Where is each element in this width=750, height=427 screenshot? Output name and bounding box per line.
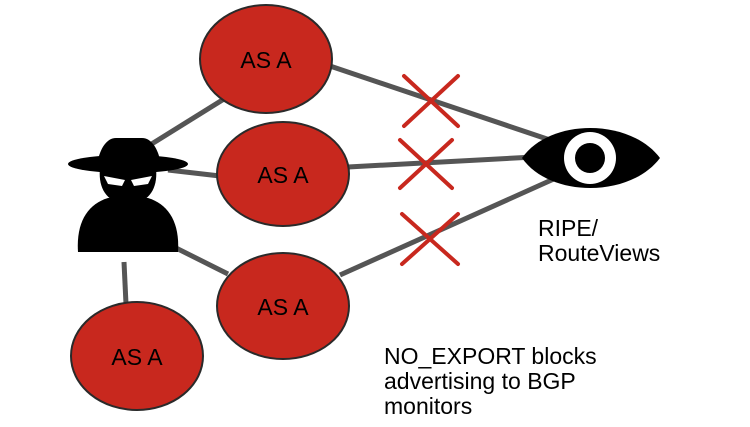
- as-node-lower: AS A: [216, 252, 350, 360]
- monitor-label: RIPE/ RouteViews: [538, 216, 660, 266]
- edge-as-top-monitor: [329, 63, 557, 145]
- as-node-label: AS A: [257, 294, 309, 320]
- monitor-label-line: RouteViews: [538, 240, 661, 266]
- as-node-top: AS A: [199, 4, 333, 114]
- cross-mark-icon: [398, 138, 454, 190]
- edge-as-lower-monitor: [338, 175, 558, 278]
- as-node-label: AS A: [240, 47, 292, 73]
- note-line: advertising to BGP: [384, 368, 576, 394]
- as-node-label: AS A: [111, 344, 163, 370]
- note-line: NO_EXPORT blocks: [384, 343, 597, 369]
- spy-attacker-icon: [68, 138, 188, 252]
- as-node-bottom-left: AS A: [70, 301, 204, 411]
- edge-attacker-as-middle: [167, 167, 221, 179]
- edge-attacker-as-lower: [170, 243, 230, 277]
- edge-attacker-as-top: [148, 91, 234, 148]
- cross-mark-icon: [400, 212, 460, 266]
- edge-attacker-as-bottom-left: [121, 261, 129, 305]
- edge-as-middle-monitor: [347, 154, 535, 170]
- as-node-middle: AS A: [216, 121, 350, 227]
- cross-mark-icon: [402, 74, 460, 128]
- no-export-note: NO_EXPORT blocks advertising to BGP moni…: [384, 344, 597, 419]
- spy-sunglasses: [104, 176, 152, 186]
- note-line: monitors: [384, 393, 473, 419]
- as-node-label: AS A: [257, 162, 309, 188]
- monitor-label-line: RIPE/: [538, 215, 599, 241]
- eye-icon: [522, 128, 660, 188]
